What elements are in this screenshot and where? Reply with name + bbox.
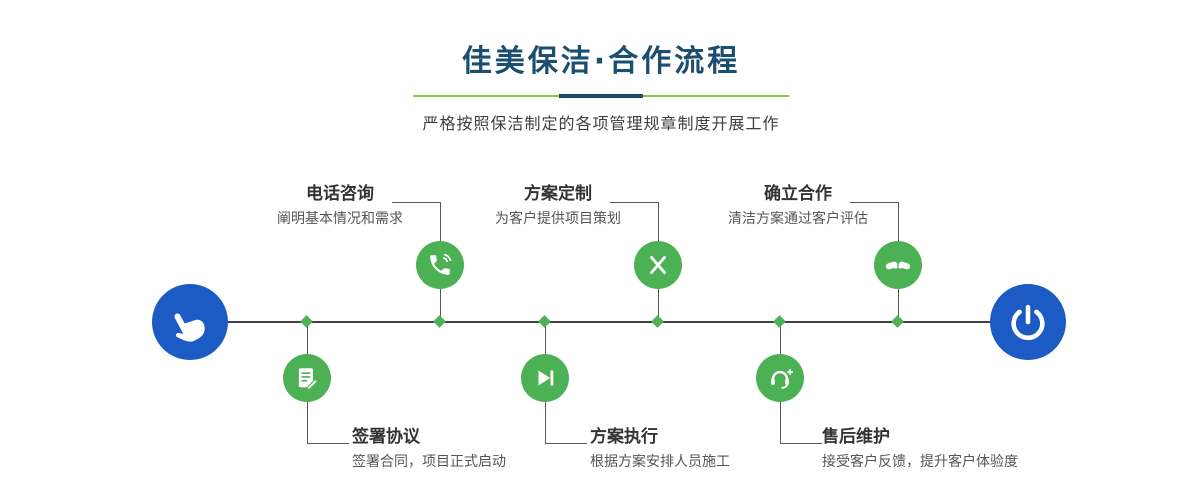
timeline-node-diamond — [891, 315, 904, 328]
connector-line — [658, 202, 659, 242]
title-underline — [413, 94, 789, 98]
connector-line — [440, 202, 441, 242]
connector-line — [610, 202, 658, 203]
headset-icon — [767, 365, 793, 391]
step-title: 签署协议 — [352, 427, 420, 447]
connector-line — [898, 202, 899, 242]
step-title: 电话咨询 — [306, 184, 374, 204]
connector-line — [780, 443, 822, 444]
pointing-hand-icon — [168, 300, 212, 344]
connector-line — [545, 400, 546, 443]
step-icon-circle-phone — [416, 241, 464, 289]
step-desc: 根据方案安排人员施工 — [590, 454, 730, 470]
timeline-node-diamond — [651, 315, 664, 328]
connector-line — [392, 202, 440, 203]
power-icon — [1007, 301, 1049, 343]
phone-icon — [427, 252, 453, 278]
step-desc: 签署合同，项目正式启动 — [352, 454, 506, 470]
step-title: 方案执行 — [590, 427, 658, 447]
step-desc: 清洁方案通过客户评估 — [728, 211, 868, 227]
connector-line — [307, 324, 308, 355]
connector-line — [307, 400, 308, 443]
step-title: 方案定制 — [524, 184, 592, 204]
connector-line — [658, 288, 659, 319]
step-desc: 为客户提供项目策划 — [495, 211, 621, 227]
step-title: 售后维护 — [822, 427, 890, 447]
timeline-node-diamond — [538, 315, 551, 328]
step-title: 确立合作 — [764, 184, 832, 204]
timeline — [190, 321, 1028, 323]
step-label-design: 方案定制 为客户提供项目策划 — [438, 184, 678, 228]
step-icon-circle-handshake — [874, 241, 922, 289]
step-label-service: 售后维护 接受客户反馈，提升客户体验度 — [822, 427, 1122, 471]
timeline-node-diamond — [300, 315, 313, 328]
section-subtitle: 严格按照保洁制定的各项管理规章制度开展工作 — [422, 114, 780, 133]
step-desc: 接受客户反馈，提升客户体验度 — [822, 454, 1018, 470]
step-label-execute: 方案执行 根据方案安排人员施工 — [590, 427, 890, 471]
section-title: 佳美保洁·合作流程 — [461, 44, 741, 79]
step-label-contract: 签署协议 签署合同，项目正式启动 — [352, 427, 652, 471]
flow-end-badge — [990, 284, 1066, 360]
step-icon-circle-execute — [521, 354, 569, 402]
contract-icon — [294, 365, 320, 391]
step-icon-circle-design — [634, 241, 682, 289]
connector-line — [307, 443, 349, 444]
step-desc: 阐明基本情况和需求 — [277, 211, 403, 227]
handshake-icon — [884, 251, 912, 279]
connector-line — [780, 400, 781, 443]
step-label-phone: 电话咨询 阐明基本情况和需求 — [220, 184, 460, 228]
timeline-node-diamond — [773, 315, 786, 328]
play-icon — [533, 366, 557, 390]
underline-right-segment — [643, 95, 789, 97]
connector-line — [440, 288, 441, 319]
step-label-cooperate: 确立合作 清洁方案通过客户评估 — [678, 184, 918, 228]
connector-line — [898, 288, 899, 319]
design-tools-icon — [645, 252, 671, 278]
underline-center-segment — [559, 94, 643, 98]
step-icon-circle-service — [756, 354, 804, 402]
step-icon-circle-contract — [283, 354, 331, 402]
connector-line — [545, 443, 587, 444]
flow-start-badge — [152, 284, 228, 360]
connector-line — [545, 324, 546, 355]
connector-line — [780, 324, 781, 355]
connector-line — [850, 202, 898, 203]
underline-left-segment — [413, 95, 559, 97]
timeline-node-diamond — [433, 315, 446, 328]
